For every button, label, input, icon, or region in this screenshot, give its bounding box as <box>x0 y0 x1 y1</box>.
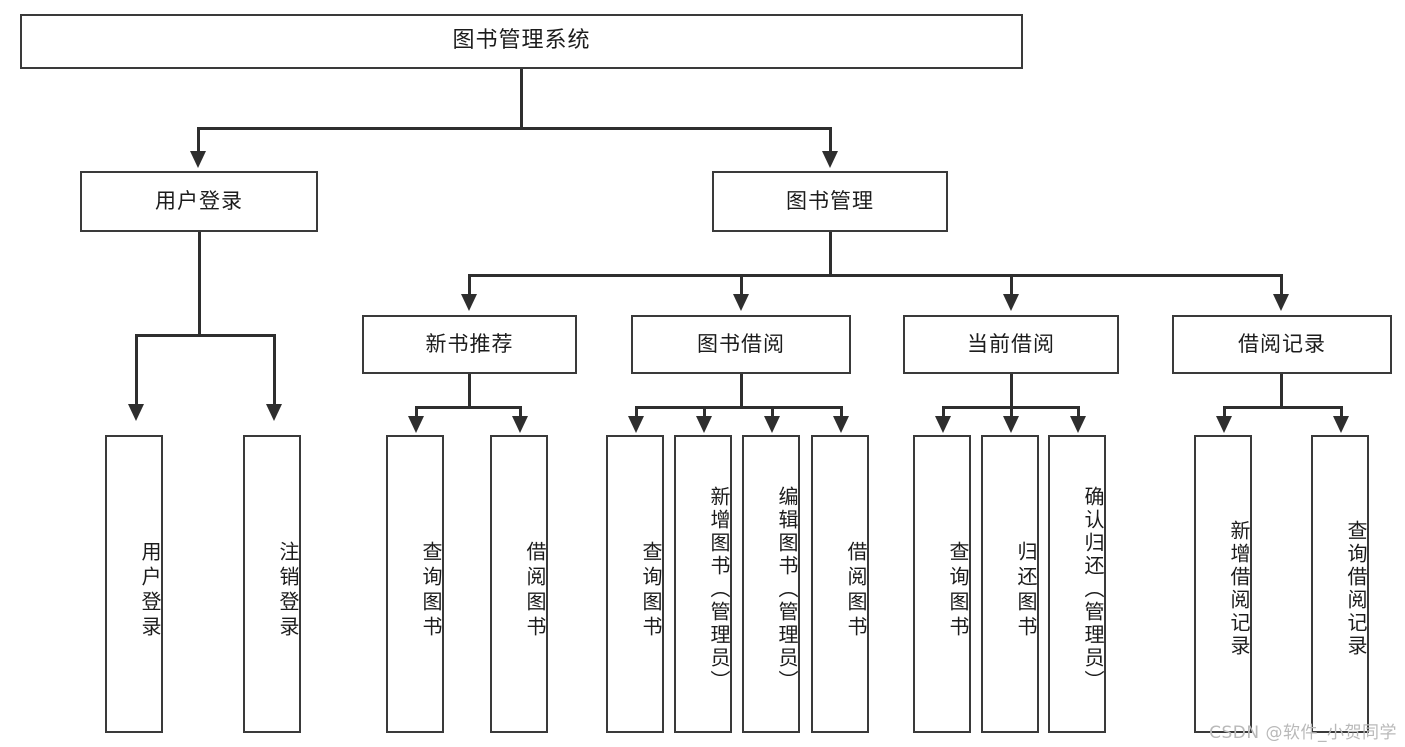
leaf-用户登录-用户登录[interactable]: 用户登录 <box>105 435 163 733</box>
connector-用户登录-stem <box>198 232 201 336</box>
node-用户登录[interactable]: 用户登录 <box>80 171 318 232</box>
arrow-图书借阅-to-借阅图书 <box>833 416 849 433</box>
leaf-借阅记录-新增借阅记录[interactable]: 新增借阅记录 <box>1194 435 1252 733</box>
leaf-当前借阅-查询图书[interactable]: 查询图书 <box>913 435 971 733</box>
connector-图书借阅-drop-1 <box>635 406 638 418</box>
connector-图书管理-bus <box>468 274 1282 277</box>
connector-用户登录-bus <box>135 334 275 337</box>
node-新书推荐[interactable]: 新书推荐 <box>362 315 577 374</box>
leaf-当前借阅-确认归还管理员[interactable]: 确认归还（管理员） <box>1048 435 1106 733</box>
node-图书借阅[interactable]: 图书借阅 <box>631 315 851 374</box>
connector-用户登录-drop-1 <box>135 334 138 406</box>
leaf-图书借阅-查询图书[interactable]: 查询图书 <box>606 435 664 733</box>
leaf-用户登录-注销登录[interactable]: 注销登录 <box>243 435 301 733</box>
leaf-新书推荐-借阅图书[interactable]: 借阅图书 <box>490 435 548 733</box>
connector-图书管理-drop-3 <box>1010 274 1013 296</box>
connector-新书推荐-stem <box>468 374 471 408</box>
arrow-新书推荐-to-借阅图书 <box>512 416 528 433</box>
connector-图书管理-drop-4 <box>1280 274 1283 296</box>
connector-新书推荐-drop-1 <box>415 406 418 418</box>
leaf-图书借阅-编辑图书管理员[interactable]: 编辑图书（管理员） <box>742 435 800 733</box>
connector-root-bus <box>197 127 831 130</box>
connector-当前借阅-stem <box>1010 374 1013 408</box>
arrow-图书借阅-to-查询图书 <box>628 416 644 433</box>
arrow-当前借阅-to-归还图书 <box>1003 416 1019 433</box>
node-当前借阅[interactable]: 当前借阅 <box>903 315 1119 374</box>
node-图书管理[interactable]: 图书管理 <box>712 171 948 232</box>
connector-root-drop-2 <box>829 127 832 153</box>
connector-图书借阅-stem <box>740 374 743 408</box>
connector-借阅记录-drop-2 <box>1340 406 1343 418</box>
arrow-借阅记录-to-新增借阅记录 <box>1216 416 1232 433</box>
connector-图书借阅-drop-4 <box>840 406 843 418</box>
arrow-用户登录-to-注销登录 <box>266 404 282 421</box>
leaf-图书借阅-借阅图书[interactable]: 借阅图书 <box>811 435 869 733</box>
connector-当前借阅-drop-2 <box>1010 406 1013 418</box>
arrow-图书借阅-to-编辑图书 <box>764 416 780 433</box>
arrow-图书管理-to-当前借阅 <box>1003 294 1019 311</box>
arrow-当前借阅-to-确认归还 <box>1070 416 1086 433</box>
watermark-text: CSDN @软件_小贺同学 <box>1209 723 1397 743</box>
arrow-图书管理-to-图书借阅 <box>733 294 749 311</box>
arrow-图书借阅-to-新增图书 <box>696 416 712 433</box>
connector-当前借阅-drop-3 <box>1077 406 1080 418</box>
node-借阅记录[interactable]: 借阅记录 <box>1172 315 1392 374</box>
node-root-图书管理系统[interactable]: 图书管理系统 <box>20 14 1023 69</box>
connector-root-drop-1 <box>197 127 200 153</box>
arrow-图书管理-to-借阅记录 <box>1273 294 1289 311</box>
connector-图书管理-drop-2 <box>740 274 743 296</box>
connector-借阅记录-drop-1 <box>1223 406 1226 418</box>
arrow-root-to-用户登录 <box>190 151 206 168</box>
connector-新书推荐-bus <box>415 406 521 409</box>
connector-用户登录-drop-2 <box>273 334 276 406</box>
leaf-当前借阅-归还图书[interactable]: 归还图书 <box>981 435 1039 733</box>
connector-新书推荐-drop-2 <box>519 406 522 418</box>
connector-图书管理-stem <box>829 232 832 276</box>
arrow-root-to-图书管理 <box>822 151 838 168</box>
connector-借阅记录-bus <box>1223 406 1342 409</box>
leaf-新书推荐-查询图书[interactable]: 查询图书 <box>386 435 444 733</box>
leaf-借阅记录-查询借阅记录[interactable]: 查询借阅记录 <box>1311 435 1369 733</box>
arrow-用户登录-to-用户登录 <box>128 404 144 421</box>
arrow-新书推荐-to-查询图书 <box>408 416 424 433</box>
connector-图书借阅-drop-3 <box>771 406 774 418</box>
connector-root-stem <box>520 69 523 127</box>
arrow-当前借阅-to-查询图书 <box>935 416 951 433</box>
connector-借阅记录-stem <box>1280 374 1283 408</box>
connector-图书借阅-drop-2 <box>703 406 706 418</box>
connector-当前借阅-drop-1 <box>942 406 945 418</box>
arrow-借阅记录-to-查询借阅记录 <box>1333 416 1349 433</box>
arrow-图书管理-to-新书推荐 <box>461 294 477 311</box>
connector-图书借阅-bus <box>635 406 842 409</box>
leaf-图书借阅-新增图书管理员[interactable]: 新增图书（管理员） <box>674 435 732 733</box>
connector-图书管理-drop-1 <box>468 274 471 296</box>
